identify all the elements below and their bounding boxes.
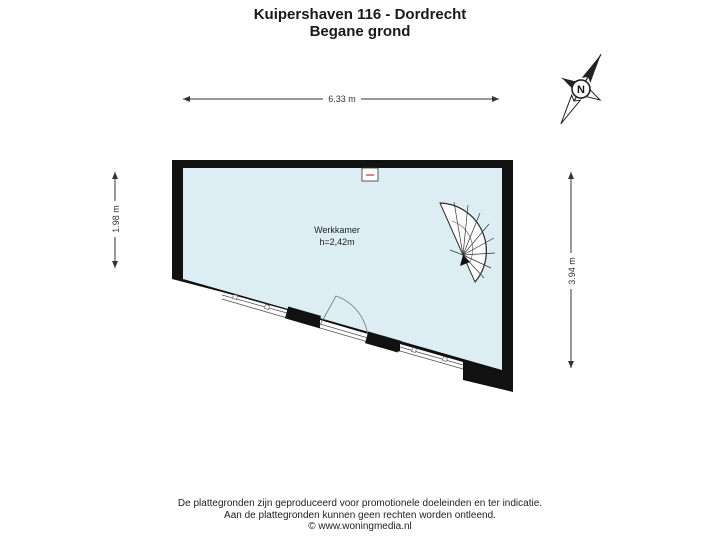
wall-pier-1 <box>285 306 321 328</box>
dimension-left-height: 1.98 m <box>108 172 122 268</box>
room-ceiling-height: h=2,42m <box>319 237 354 247</box>
meter-box-icon <box>361 167 379 182</box>
copyright-line: © www.woningmedia.nl <box>308 521 412 532</box>
room-name: Werkkamer <box>314 225 360 235</box>
window-left <box>221 292 288 321</box>
window-right <box>399 344 464 373</box>
disclaimer-line-2: Aan de plattegronden kunnen geen rechten… <box>224 510 496 521</box>
dimension-width: 6.33 m <box>183 92 499 105</box>
dimension-left-label: 1.98 m <box>111 205 121 233</box>
disclaimer-line-1: De plattegronden zijn geproduceerd voor … <box>177 498 543 509</box>
dimension-right-label: 3.94 m <box>567 257 577 285</box>
compass-north-label: N <box>577 84 585 96</box>
dimension-width-label: 6.33 m <box>328 94 356 104</box>
dimension-right-height: 3.94 m <box>564 172 578 368</box>
wall-pier-2 <box>365 331 401 353</box>
floor-name: Begane grond <box>309 23 411 40</box>
room-floor <box>183 168 502 370</box>
plan-title: Kuipershaven 116 - Dordrecht <box>253 6 467 23</box>
compass-icon: N <box>560 54 602 124</box>
entrance-door[interactable] <box>319 295 369 345</box>
spiral-staircase-icon <box>439 201 496 283</box>
